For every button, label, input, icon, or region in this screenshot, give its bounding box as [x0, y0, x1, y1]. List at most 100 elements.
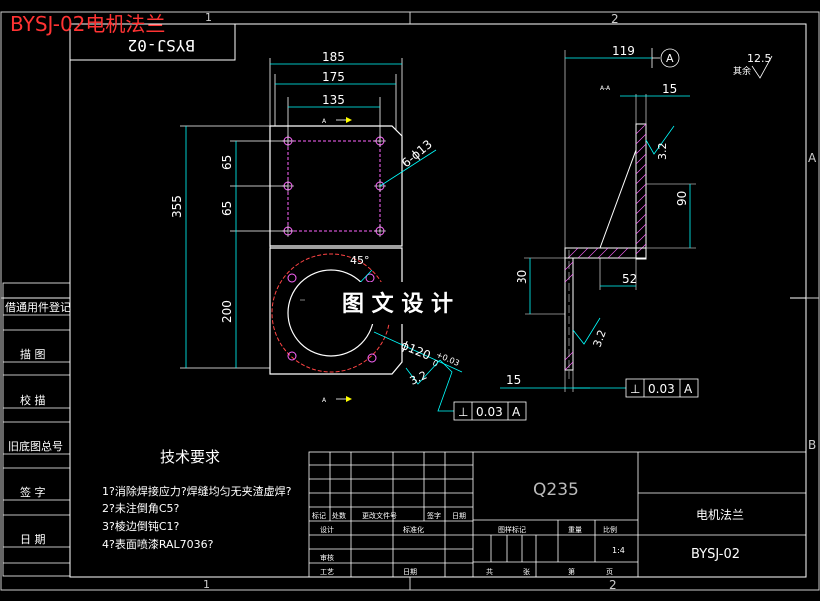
watermark-backdrop	[305, 282, 525, 324]
hole-pattern	[283, 136, 385, 236]
watermark-text: 图 文 设 计	[342, 291, 453, 317]
dim-200: 200	[220, 300, 234, 323]
section-arrow	[346, 396, 352, 402]
title-block-frame	[308, 451, 807, 578]
dim-65-lower: 65	[220, 201, 234, 216]
tech-requirements: 技术要求 1?消除焊接应力?焊缝均匀无夹渣虚焊? 2?未注倒角C5? 3?棱边倒…	[102, 448, 292, 551]
roughness-symbol-low	[572, 317, 601, 345]
gusset	[599, 149, 637, 249]
tol-leader	[437, 359, 454, 412]
row-design: 设计	[320, 525, 334, 534]
header-title: BYSJ-02电机法兰	[10, 12, 165, 36]
tech-title: 技术要求	[160, 448, 220, 466]
col-doc: 更改文件号	[362, 511, 397, 520]
dim-90: 90	[675, 191, 689, 206]
dim-80: 80	[515, 270, 529, 285]
dim-185: 185	[322, 50, 345, 64]
stamp-label-old-no: 旧底图总号	[8, 439, 63, 453]
tol-value: 0.03	[476, 405, 503, 419]
col-mark: 标记	[312, 511, 326, 520]
perpendicularity-icon: ⊥	[630, 382, 640, 396]
perpendicularity-icon: ⊥	[458, 405, 468, 419]
col-count: 处数	[332, 511, 346, 520]
holes-leader	[379, 149, 437, 187]
upper-plate-outline	[269, 125, 403, 247]
tol-frame-side	[625, 378, 699, 398]
lower-plate-outline	[269, 247, 403, 375]
dim-65-upper: 65	[220, 155, 234, 170]
bore-tolerance-lower: 0	[431, 358, 439, 368]
flange-hole	[287, 273, 297, 283]
horizontal-hatch	[567, 247, 629, 259]
tol-datum: A	[512, 405, 521, 419]
tech-item-3: 3?棱边倒钝C1?	[102, 519, 180, 533]
dim-355: 355	[170, 195, 184, 218]
page-label: 页	[606, 568, 613, 576]
stage-mark: 图样标记	[498, 525, 526, 534]
mirrored-code: BYSJ-02	[128, 36, 195, 55]
section-arrow	[346, 117, 352, 123]
stamp-label-date: 日 期	[20, 533, 46, 546]
left-stamp-column: 借通用件登记 描 图 校 描 旧底图总号 签 字 日 期	[2, 282, 71, 577]
roughness-symbol-general	[751, 55, 773, 79]
dim-119: 119	[612, 44, 635, 58]
part-name: 电机法兰	[696, 508, 744, 522]
dim-15-bottom: 15	[506, 373, 521, 387]
vertical-hatch	[635, 123, 647, 255]
roughness-low: 3.2	[591, 328, 609, 349]
tech-item-4: 4?表面喷漆RAL7036?	[102, 537, 214, 551]
zone-label-A: A	[808, 151, 817, 165]
section-label: A-A	[600, 85, 611, 92]
stamp-label-check: 校 描	[20, 393, 46, 407]
section-mark-top: A	[322, 118, 327, 125]
scale-value: 1:4	[612, 546, 625, 555]
weight-label: 重量	[568, 526, 582, 534]
material: Q235	[533, 480, 579, 500]
drawing-number: BYSJ-02	[691, 547, 740, 562]
zone-label-1-bottom: 1	[203, 578, 210, 591]
side-view: 119 A A-A 15 3.2 90 80 52 3.2 15	[500, 44, 699, 398]
vertical-plate	[635, 123, 647, 260]
angle-45: 45°	[350, 254, 370, 267]
row-process: 工艺	[320, 568, 334, 576]
stamp-label-sign: 签 字	[20, 485, 46, 499]
tech-item-1: 1?消除焊接应力?焊缝均匀无夹渣虚焊?	[102, 484, 292, 498]
holes-note: 6-ϕ13	[399, 137, 435, 170]
roughness-value: 3.2	[408, 369, 429, 388]
roughness-symbol	[405, 359, 441, 385]
stamp-frame	[2, 282, 71, 577]
datum-label: A	[666, 52, 674, 65]
code-box	[69, 23, 236, 61]
title-block-text: Q235 电机法兰 BYSJ-02 标记 处数 更改文件号 签字 日期 设计 标…	[312, 480, 744, 576]
col-sign: 签字	[427, 511, 441, 520]
sheet-no-label: 第	[568, 567, 575, 576]
zone-label-2: 2	[611, 12, 619, 26]
tol-value-side: 0.03	[648, 382, 675, 396]
surface-finish-value: 12.5	[747, 52, 772, 65]
roughness-top: 3.2	[656, 143, 669, 161]
total-label: 共	[486, 567, 493, 576]
row-standard: 标准化	[403, 525, 424, 534]
sheets-label: 张	[523, 567, 530, 576]
tol-frame	[453, 401, 527, 421]
bore-diameter: ϕ120	[399, 338, 433, 363]
horizontal-plate	[564, 247, 647, 259]
section-mark-bottom: A	[322, 397, 327, 404]
roughness-symbol-top	[645, 125, 675, 155]
dim-135: 135	[322, 93, 345, 107]
zone-label-B: B	[808, 438, 816, 452]
dim-15-top: 15	[662, 82, 677, 96]
dim-175: 175	[322, 70, 345, 84]
flange-hole	[287, 351, 297, 361]
row-date: 日期	[403, 568, 417, 576]
title-block	[308, 451, 807, 578]
stamp-label-register: 借通用件登记	[5, 300, 71, 314]
hole-pitch-rect	[287, 140, 381, 232]
flange-hole	[367, 353, 377, 363]
dim-52: 52	[622, 272, 637, 286]
bore-leader	[373, 331, 463, 373]
zone-label-1: 1	[205, 11, 212, 24]
surface-finish-label: 其余	[733, 65, 751, 77]
